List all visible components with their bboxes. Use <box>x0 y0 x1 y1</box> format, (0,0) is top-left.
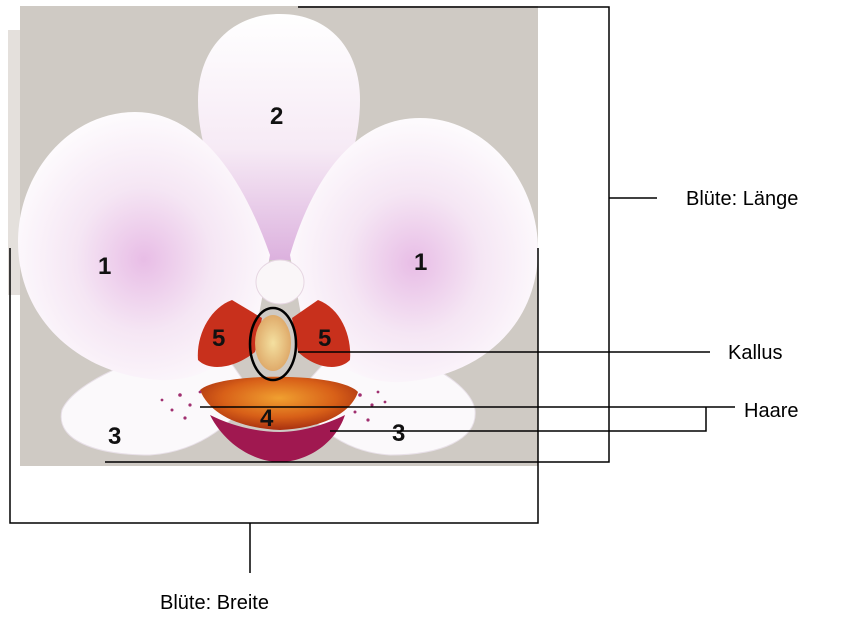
column-shape <box>256 260 304 304</box>
orchid-photo <box>8 6 538 466</box>
length-label: Blüte: Länge <box>686 188 798 211</box>
kallus-label: Kallus <box>728 342 782 365</box>
part-number-dorsal-sepal: 2 <box>270 103 283 130</box>
part-number-sepal-right: 3 <box>392 420 405 447</box>
part-number-lip: 4 <box>260 405 274 432</box>
part-number-lateral-lobe-left: 5 <box>212 325 225 352</box>
width-label: Blüte: Breite <box>160 592 269 615</box>
haare-label: Haare <box>744 400 798 423</box>
kallus-shape <box>255 315 291 371</box>
part-number-sepal-left: 3 <box>108 423 121 450</box>
part-number-petal-left: 1 <box>98 253 111 280</box>
part-number-lateral-lobe-right: 5 <box>318 325 331 352</box>
part-number-petal-right: 1 <box>414 249 427 276</box>
